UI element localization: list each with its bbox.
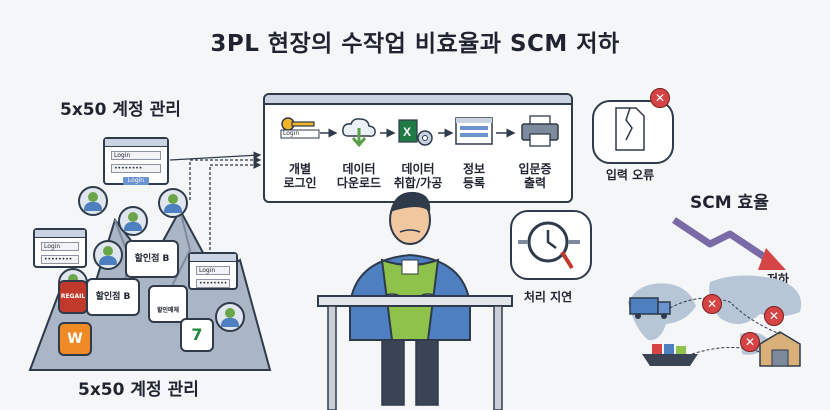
workflow-login-field: Login	[283, 130, 300, 137]
store-badge-logo: W	[58, 322, 92, 356]
scm-efficiency-label: SCM 효율	[690, 193, 769, 213]
password-field[interactable]: ••••••••	[111, 164, 161, 173]
user-avatar	[158, 188, 188, 218]
login-button[interactable]: Login	[123, 177, 149, 185]
user-avatar	[118, 206, 148, 236]
form-icon	[455, 117, 493, 145]
account-management-label: 5x50 계정 관리	[60, 100, 181, 120]
login-field[interactable]: Login	[41, 242, 79, 251]
svg-text:X: X	[403, 125, 411, 139]
account-management-label-bottom: 5x50 계정 관리	[78, 380, 199, 400]
printer-icon	[521, 115, 559, 147]
declining-arrow	[672, 217, 786, 270]
login-window-small-right: Login ••••••••	[188, 252, 238, 290]
store-badge: 할인점 B	[86, 278, 140, 316]
world-map-logistics	[628, 275, 802, 367]
error-icon: ✕	[740, 332, 760, 352]
connector-arrows	[169, 151, 262, 250]
step-arrows	[320, 128, 516, 138]
login-window-main: Login •••••••• Login	[103, 137, 169, 185]
step-label-download: 데이터 다운로드	[336, 162, 382, 190]
clock-chain-icon	[518, 221, 580, 270]
store-badge-logo: 7	[180, 318, 214, 352]
workflow-window	[263, 93, 573, 203]
key-icon	[280, 117, 320, 139]
step-label-print: 입문증 출력	[518, 162, 552, 190]
cloud-download-icon	[342, 118, 376, 148]
store-badge: 할인점 B	[125, 240, 179, 278]
step-label-process: 데이터 취합/가공	[393, 162, 443, 190]
user-avatar	[93, 240, 123, 270]
password-field[interactable]: ••••••••	[41, 255, 79, 264]
broken-document-icon	[615, 107, 645, 151]
input-error-label: 입력 오류	[605, 168, 655, 182]
user-avatar	[78, 186, 108, 216]
error-icon: ✕	[650, 88, 670, 108]
worker-at-desk	[317, 191, 513, 410]
delay-label: 처리 지연	[523, 290, 573, 304]
excel-gear-icon: X	[398, 119, 433, 146]
login-field[interactable]: Login	[196, 266, 230, 275]
page-title: 3PL 현장의 수작업 비효율과 SCM 저하	[210, 31, 620, 57]
step-label-login: 개별 로그인	[283, 162, 317, 190]
error-icon: ✕	[764, 306, 784, 326]
store-badge-logo: 할인매체	[148, 285, 188, 323]
login-field[interactable]: Login	[111, 151, 161, 160]
user-avatar	[215, 302, 245, 332]
step-label-register: 정보 등록	[462, 162, 486, 190]
password-field[interactable]: ••••••••	[196, 279, 230, 288]
login-window-small-left: Login ••••••••	[33, 228, 87, 268]
store-badge-logo: REGAIL	[58, 280, 88, 314]
error-icon: ✕	[702, 294, 722, 314]
